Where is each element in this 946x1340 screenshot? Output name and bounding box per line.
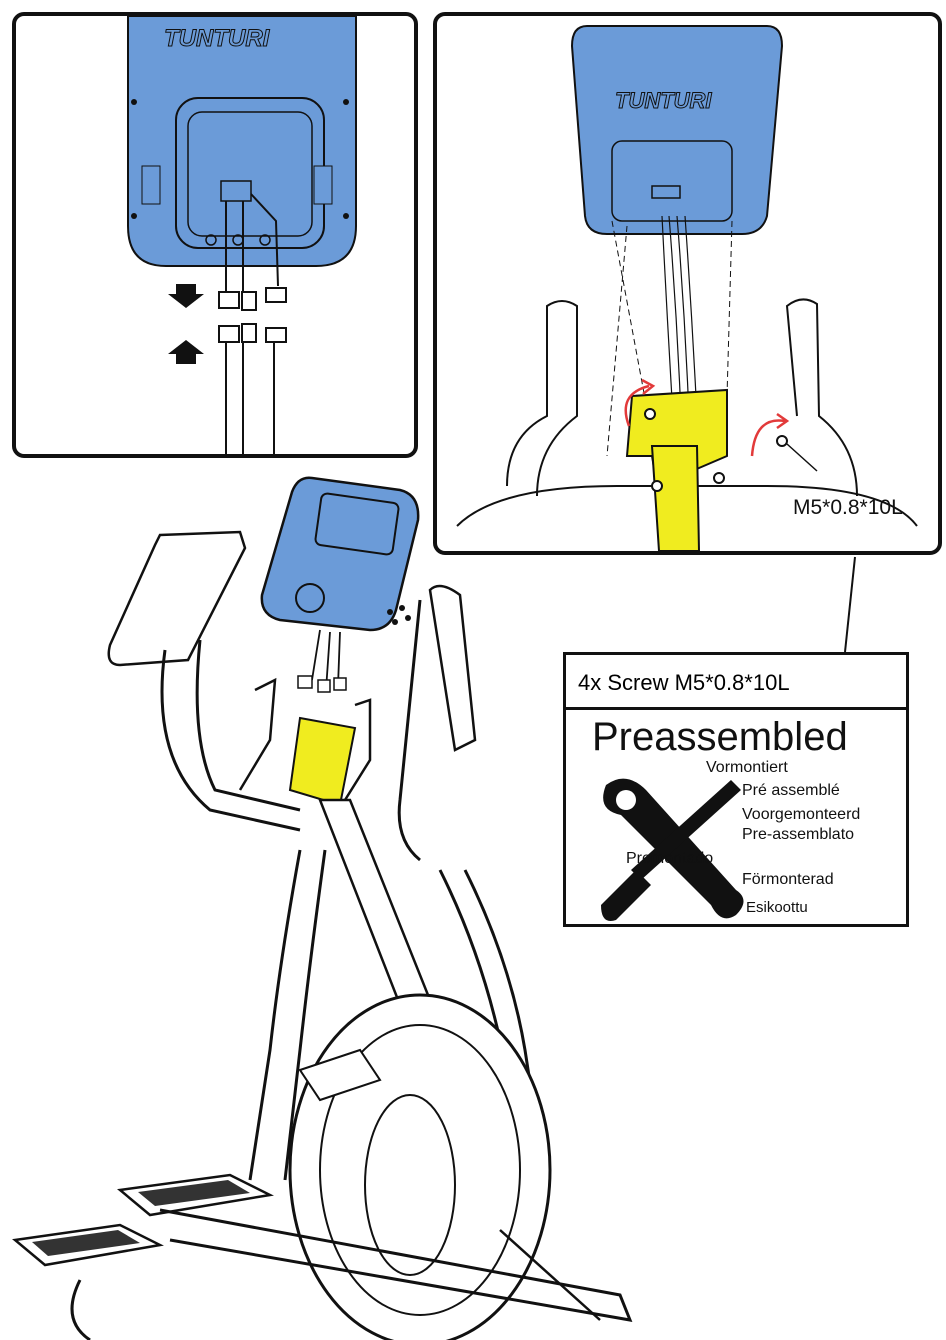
detail-panel-connectors: TUNTURI bbox=[12, 12, 418, 458]
lang-nl: Voorgemonteerd bbox=[742, 806, 861, 823]
speaker-grille-left bbox=[141, 165, 161, 205]
lang-it: Pre-assemblato bbox=[742, 826, 855, 843]
rotate-arrow-icon bbox=[624, 384, 650, 427]
arrow-down-icon bbox=[168, 284, 204, 308]
preassembled-title: Preassembled bbox=[592, 715, 848, 759]
console-unit bbox=[260, 476, 420, 632]
mounting-detail-drawing: TUNTURI bbox=[456, 25, 918, 552]
brand-logo: TUNTURI bbox=[164, 25, 271, 52]
mount-plate bbox=[187, 111, 313, 237]
rotate-arrow-icon-2 bbox=[750, 419, 786, 457]
speaker-grille-right bbox=[313, 165, 333, 205]
screw-label: 4x Screw M5*0.8*10L bbox=[566, 655, 906, 710]
lang-de: Vormontiert bbox=[706, 759, 788, 776]
lang-sv: Förmonterad bbox=[742, 871, 834, 888]
mounting-bracket-main bbox=[288, 716, 357, 807]
screw-callout: M5*0.8*10L bbox=[793, 496, 903, 519]
detail-panel-mounting: TUNTURI M5*0.8*10L bbox=[433, 12, 942, 555]
flywheel-housing bbox=[288, 993, 552, 1340]
lang-es: Premontado bbox=[626, 850, 714, 867]
wrench-screwdriver-icon bbox=[601, 778, 744, 921]
arrow-up-icon bbox=[168, 340, 204, 364]
lang-fr: Pré assemblé bbox=[742, 782, 840, 799]
preassembled-info-box: 4x Screw M5*0.8*10L Preassembled Vormont… bbox=[563, 652, 909, 927]
lang-fi: Esikoottu bbox=[746, 899, 808, 916]
brand-logo-right: TUNTURI bbox=[615, 88, 712, 113]
connector-detail-drawing: TUNTURI bbox=[127, 15, 357, 454]
